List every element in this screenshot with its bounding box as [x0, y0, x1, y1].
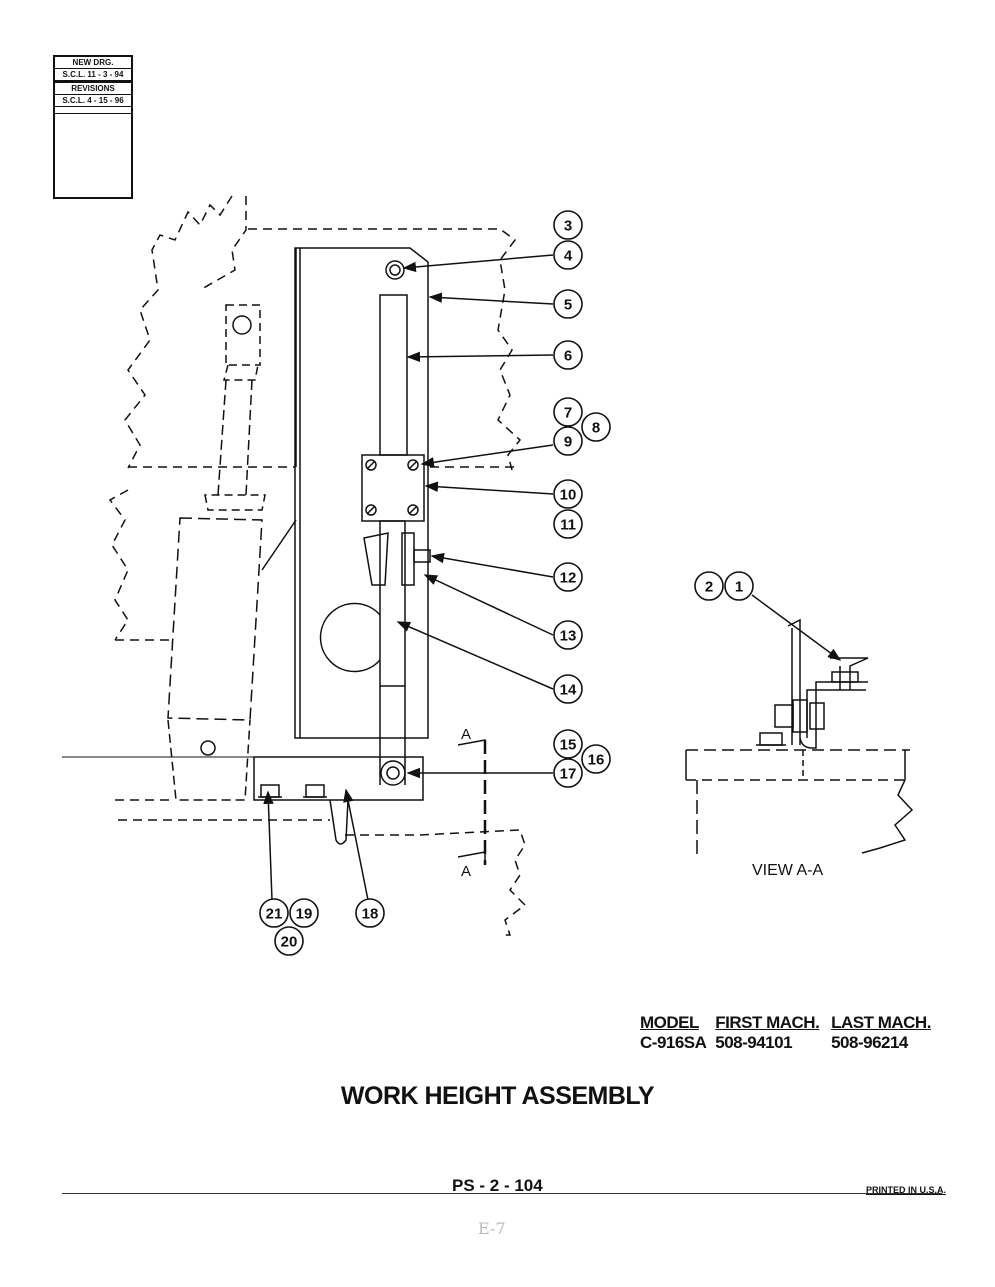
callout-17: 17 [553, 758, 583, 788]
svg-text:6: 6 [564, 348, 572, 365]
printed-note: PRINTED IN U.S.A. [866, 1185, 947, 1195]
callout-1: 1 [724, 571, 754, 601]
svg-text:5: 5 [564, 297, 572, 314]
drawing-title: WORK HEIGHT ASSEMBLY [340, 1082, 655, 1110]
callout-bubbles: 3 4 5 6 7 8 9 10 11 12 13 14 15 16 17 18… [259, 210, 754, 956]
svg-text:10: 10 [560, 487, 577, 504]
svg-text:14: 14 [560, 682, 577, 699]
revision-block: NEW DRG. S.C.L. 11 - 3 - 94 REVISIONS S.… [53, 55, 133, 199]
pivot-17 [380, 760, 406, 786]
svg-text:12: 12 [560, 570, 577, 587]
svg-text:16: 16 [588, 752, 605, 769]
header-first-mach: FIRST MACH. [715, 1013, 820, 1032]
page-stamp: E-7 [478, 1219, 506, 1238]
callout-5: 5 [553, 289, 583, 319]
section-mark-a-top: A [461, 726, 471, 743]
revisions-label: REVISIONS [55, 83, 131, 95]
bolt-4 [385, 260, 405, 280]
header-model: MODEL [640, 1013, 699, 1032]
callout-2: 2 [694, 571, 724, 601]
svg-text:4: 4 [564, 248, 573, 265]
knob-12 [413, 549, 431, 563]
section-mark-a-bottom: A [461, 863, 471, 880]
callout-8: 8 [581, 412, 611, 442]
callout-12: 12 [553, 562, 583, 592]
callout-11: 11 [553, 509, 583, 539]
base-bolts [258, 784, 327, 798]
cell-model: C-916SA [640, 1033, 707, 1052]
svg-text:3: 3 [564, 218, 572, 235]
callout-13: 13 [553, 620, 583, 650]
model-table-header: MODEL FIRST MACH. LAST MACH. [640, 1013, 940, 1033]
callout-10: 10 [553, 479, 583, 509]
page-number: PS - 2 - 104 [452, 1176, 543, 1195]
new-drg-label: NEW DRG. [55, 57, 131, 69]
callout-16: 16 [581, 744, 611, 774]
view-a-a-label: VIEW A-A [752, 862, 824, 879]
callout-9: 9 [553, 426, 583, 456]
callout-3: 3 [553, 210, 583, 240]
callout-6: 6 [553, 340, 583, 370]
svg-text:21: 21 [266, 906, 283, 923]
section-line-a-a [457, 739, 487, 865]
footer-rule [62, 1193, 942, 1194]
svg-text:17: 17 [560, 766, 577, 783]
svg-text:11: 11 [560, 517, 576, 534]
callout-7: 7 [553, 397, 583, 427]
svg-text:19: 19 [296, 906, 313, 923]
svg-text:1: 1 [735, 579, 743, 596]
bracket-plate [261, 247, 429, 739]
revision-blank-row [55, 107, 131, 114]
block-screws [365, 459, 419, 516]
frame-breakline-left [108, 195, 527, 936]
svg-text:18: 18 [362, 906, 379, 923]
cell-first-mach: 508-94101 [715, 1033, 793, 1052]
svg-text:7: 7 [564, 405, 572, 422]
header-last-mach: LAST MACH. [831, 1013, 931, 1032]
pin-block [401, 532, 415, 586]
slot-bar [379, 294, 408, 456]
svg-text:8: 8 [592, 420, 600, 437]
svg-text:2: 2 [705, 579, 713, 596]
callout-21: 21 [259, 898, 289, 928]
svg-text:15: 15 [560, 737, 577, 754]
callout-20: 20 [274, 926, 304, 956]
link-bar-14 [379, 520, 406, 687]
round-hole [319, 602, 381, 673]
callout-18: 18 [355, 898, 385, 928]
svg-text:20: 20 [281, 934, 298, 951]
view-a-a-drawing [685, 618, 914, 858]
model-table-row: C-916SA 508-94101 508-96214 [640, 1033, 940, 1053]
cell-last-mach: 508-96214 [831, 1033, 908, 1052]
wedge-13 [363, 532, 389, 586]
model-table: MODEL FIRST MACH. LAST MACH. C-916SA 508… [640, 1013, 940, 1053]
callout-19: 19 [289, 898, 319, 928]
new-drg-date: S.C.L. 11 - 3 - 94 [55, 69, 131, 83]
callout-4: 4 [553, 240, 583, 270]
callout-15: 15 [553, 729, 583, 759]
base-bar-18 [253, 756, 424, 801]
callout-14: 14 [553, 674, 583, 704]
svg-text:9: 9 [564, 434, 572, 451]
svg-text:13: 13 [560, 628, 577, 645]
hydraulic-cylinder [167, 304, 266, 801]
revision-1-date: S.C.L. 4 - 15 - 96 [55, 95, 131, 107]
